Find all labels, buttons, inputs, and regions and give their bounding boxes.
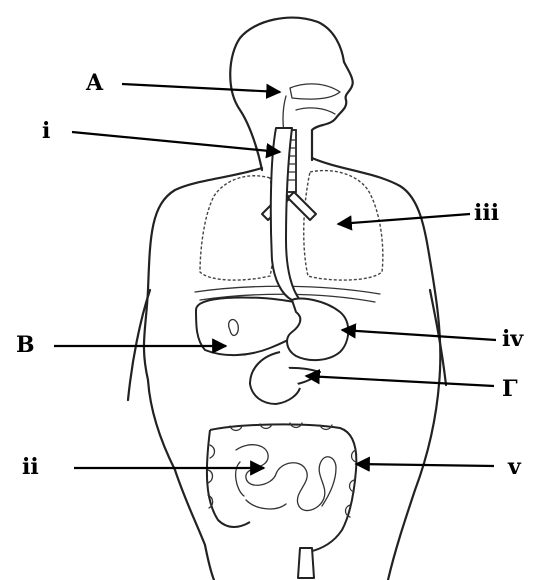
label-G: Γ [502,378,518,400]
right-lung [304,171,383,281]
nasal-cavity [290,84,340,99]
arrow-G [306,376,494,386]
arrow-i [72,132,280,152]
label-ii: ii [22,456,39,478]
duodenum [250,352,300,404]
arrow-iv [342,330,496,340]
label-iv: iv [502,328,523,350]
label-A: A [86,72,103,94]
large-intestine [207,424,356,570]
label-iii: iii [474,202,499,224]
label-B: B [16,334,35,356]
rectum [298,548,314,578]
arrow-v [356,464,494,466]
arrow-A [122,84,280,92]
mouth [296,108,335,114]
label-i: i [42,120,50,142]
left-lung [200,176,275,280]
stomach [287,299,348,361]
label-v: v [508,456,521,478]
